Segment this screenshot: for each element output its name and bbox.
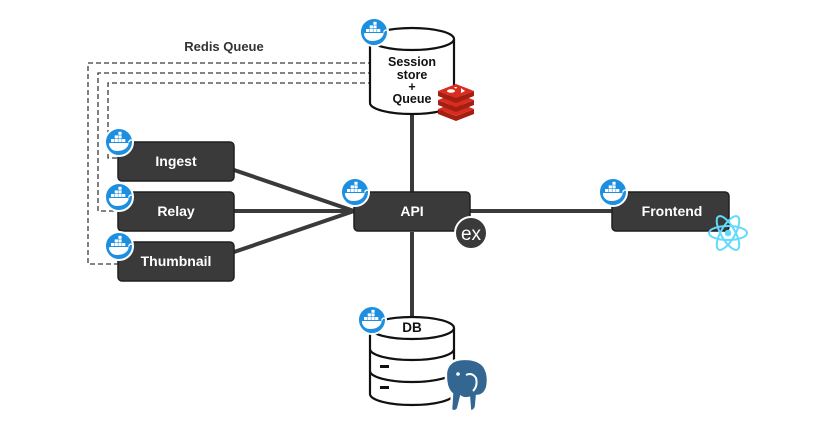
- edge-thumbnail-api: [233, 209, 355, 254]
- docker-whale-icon: [104, 231, 134, 261]
- redis-queue-label: Redis Queue: [184, 39, 263, 54]
- docker-whale-icon: [340, 177, 370, 207]
- queue-link-thumbnail: [87, 62, 373, 265]
- express-badge-text: ex: [461, 224, 482, 245]
- queue-link-relay: [97, 72, 373, 212]
- db-label: DB: [402, 320, 422, 335]
- docker-whale-icon: [598, 177, 628, 207]
- docker-whale-icon: [104, 127, 134, 157]
- db-node[interactable]: DB: [368, 315, 456, 407]
- queue-link-ingest: [107, 82, 373, 159]
- session-store-line-1: Session: [388, 55, 436, 69]
- ingest-service[interactable]: Ingest: [117, 141, 235, 182]
- docker-whale-icon: [359, 17, 389, 47]
- frontend-service[interactable]: Frontend: [611, 191, 730, 232]
- express-logo-icon: ex: [454, 216, 488, 250]
- session-store-line-3: +: [408, 80, 415, 94]
- thumbnail-label: Thumbnail: [141, 253, 212, 269]
- relay-service[interactable]: Relay: [117, 191, 235, 232]
- redis-queue-connections: [87, 62, 373, 265]
- docker-whale-icon: [357, 305, 387, 335]
- redis-logo-icon: [438, 84, 474, 121]
- edge-ingest-api: [233, 168, 355, 213]
- session-store-line-4: Queue: [393, 92, 432, 106]
- thumbnail-service[interactable]: Thumbnail: [117, 241, 235, 282]
- ingest-label: Ingest: [155, 153, 197, 169]
- ingest-box: [117, 141, 235, 182]
- relay-label: Relay: [157, 203, 195, 219]
- docker-whale-icon: [104, 182, 134, 212]
- service-connections: [233, 114, 612, 318]
- session-store-line-2: store: [397, 68, 428, 82]
- api-label: API: [400, 203, 423, 219]
- postgresql-elephant-icon: [444, 357, 490, 413]
- api-service[interactable]: API: [353, 191, 471, 232]
- api-box: [353, 191, 471, 232]
- thumbnail-box: [117, 241, 235, 282]
- frontend-label: Frontend: [642, 203, 703, 219]
- frontend-box: [611, 191, 730, 232]
